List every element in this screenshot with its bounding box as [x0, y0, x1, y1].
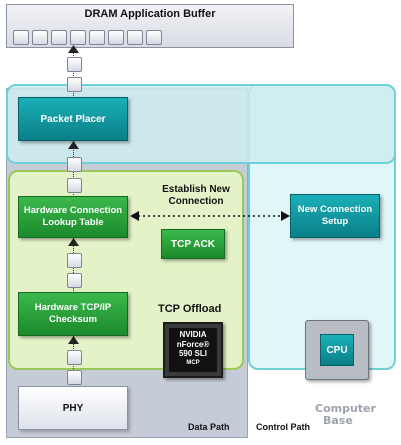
double-arrow-icon — [130, 211, 290, 221]
buffer-cell — [32, 30, 48, 45]
new-connection-label-line1: New Connection — [297, 204, 373, 215]
packet-node — [67, 57, 82, 72]
buffer-cell — [108, 30, 124, 45]
buffer-cell — [146, 30, 162, 45]
connector-line — [73, 48, 74, 98]
arrow-up-icon — [68, 45, 79, 53]
new-connection-setup-box: New Connection Setup — [290, 194, 380, 238]
establish-label-line1: Establish New — [162, 184, 230, 195]
buffer-cell — [70, 30, 86, 45]
chip-line3: 590 SLI — [178, 349, 207, 358]
arrow-up-icon — [68, 238, 79, 246]
buffer-cell — [127, 30, 143, 45]
hardware-connection-label-line2: Lookup Table — [42, 217, 104, 228]
dram-application-buffer — [6, 4, 294, 48]
buffer-cell — [89, 30, 105, 45]
hardware-tcpip-checksum-box: Hardware TCP/IP Checksum — [18, 292, 128, 336]
establish-label-line2: Connection — [168, 196, 224, 207]
data-path-label: Data Path — [188, 422, 230, 432]
packet-node — [67, 178, 82, 193]
packet-node — [67, 77, 82, 92]
watermark-line1: Computer — [315, 402, 376, 415]
chip-line2: nForce® — [176, 339, 210, 349]
nvidia-chip: NVIDIA nForce® 590 SLI MCP — [163, 322, 223, 378]
nvidia-chip-label: NVIDIA nForce® 590 SLI MCP — [169, 328, 217, 372]
packet-node — [67, 370, 82, 385]
establish-connection-label: Establish New Connection — [150, 184, 242, 208]
cpu-chip: CPU — [305, 320, 369, 380]
packet-node — [67, 350, 82, 365]
arrow-up-icon — [68, 336, 79, 344]
new-connection-label-line2: Setup — [321, 216, 349, 227]
phy-box: PHY — [18, 386, 128, 430]
computerbase-watermark: Computer Base — [315, 403, 395, 427]
chip-line4: MCP — [186, 359, 200, 366]
cpu-label: CPU — [320, 334, 354, 366]
tcp-offload-label: TCP Offload — [158, 303, 222, 315]
control-path-label: Control Path — [256, 422, 310, 432]
hardware-tcpip-label-line1: Hardware TCP/IP — [34, 302, 112, 313]
watermark-line2: Base — [323, 414, 353, 427]
hardware-connection-lookup-box: Hardware Connection Lookup Table — [18, 196, 128, 238]
packet-node — [67, 253, 82, 268]
buffer-cell — [51, 30, 67, 45]
buffer-cell — [13, 30, 29, 45]
tcp-ack-box: TCP ACK — [161, 229, 225, 259]
chip-line1: NVIDIA — [179, 330, 207, 339]
dram-title: DRAM Application Buffer — [84, 8, 216, 20]
hardware-connection-label-line1: Hardware Connection — [23, 205, 123, 216]
packet-node — [67, 273, 82, 288]
packet-node — [67, 157, 82, 172]
arrow-up-icon — [68, 141, 79, 149]
hardware-tcpip-label-line2: Checksum — [48, 314, 98, 325]
packet-placer-box: Packet Placer — [18, 97, 128, 141]
